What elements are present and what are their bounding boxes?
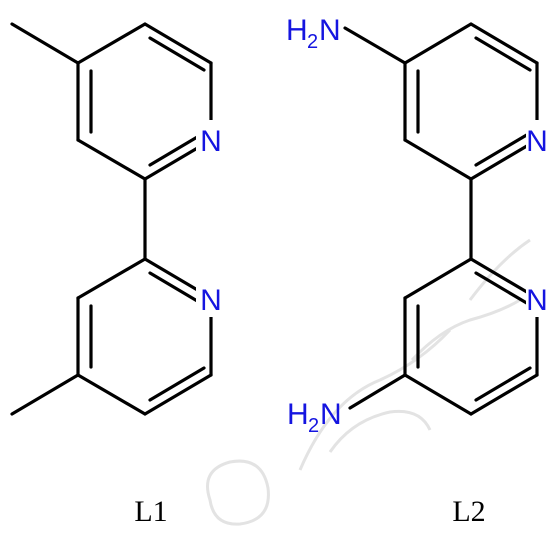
l1-bond: [148, 131, 206, 167]
l1-bond: [76, 22, 147, 65]
watermark: [206, 238, 531, 526]
l1-bond: [76, 138, 147, 181]
amine-nitrogen: N: [320, 398, 342, 431]
l2-amine-bottom-label: H 2 N: [287, 398, 342, 437]
l1-methyl-bond: [10, 22, 80, 65]
caption-l1: L1: [134, 495, 167, 528]
l2-amine-top-label: H 2 N: [286, 14, 341, 53]
amine-subscript: 2: [307, 31, 318, 53]
l1-nitrogen-bottom: N: [200, 284, 222, 317]
l2-bond: [403, 257, 473, 300]
l2-bond: [403, 22, 473, 65]
caption-l2: L2: [452, 495, 485, 528]
l2-bond: [469, 22, 539, 65]
l1-bond: [148, 36, 206, 72]
l2-bond: [474, 131, 532, 167]
l2-nitrogen-bottom: N: [526, 284, 548, 317]
l2-bond: [474, 271, 532, 307]
molecule-l2: N N H 2 N H 2 N: [286, 14, 551, 437]
l2-bond: [403, 138, 473, 181]
amine-hydrogen: H: [286, 14, 308, 47]
amine-subscript: 2: [308, 415, 319, 437]
l2-bond: [469, 373, 539, 416]
l1-bond: [76, 257, 147, 300]
molecule-l1: N N: [10, 22, 226, 416]
l1-bond: [143, 22, 213, 65]
l2-bond: [474, 366, 532, 402]
l1-bond: [148, 366, 206, 402]
amine-nitrogen: N: [319, 14, 341, 47]
l2-amine-bond: [348, 373, 407, 410]
l2-bond: [474, 36, 532, 72]
l1-bond: [143, 373, 213, 416]
l1-nitrogen-top: N: [200, 125, 222, 158]
l1-methyl-bond: [10, 373, 80, 416]
l1-bond: [76, 373, 147, 416]
l2-nitrogen-top: N: [526, 125, 548, 158]
amine-hydrogen: H: [287, 398, 309, 431]
l2-amine-bond: [343, 26, 407, 65]
l2-bond: [403, 373, 473, 416]
l1-bond: [148, 271, 206, 307]
